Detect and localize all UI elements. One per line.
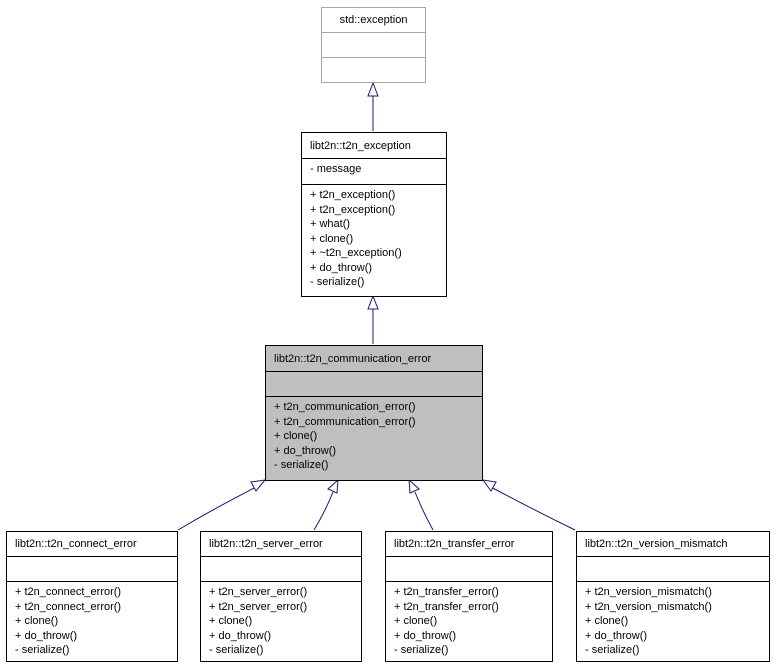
method-item: - serialize() <box>209 644 264 656</box>
method-item: + do_throw() <box>274 444 337 457</box>
class-title: libt2n::t2n_communication_error <box>266 346 482 372</box>
class-title: libt2n::t2n_connect_error <box>7 532 177 557</box>
class-t2n-exception[interactable]: libt2n::t2n_exception - message + t2n_ex… <box>301 132 447 297</box>
method-item: + t2n_exception() <box>310 203 396 216</box>
method-item: - serialize() <box>15 644 70 656</box>
class-t2n-transfer-error[interactable]: libt2n::t2n_transfer_error + t2n_transfe… <box>385 531 553 662</box>
attributes-section <box>7 557 177 582</box>
method-item: - serialize() <box>274 459 329 471</box>
method-item: - serialize() <box>310 276 365 288</box>
method-item: + t2n_server_error() <box>209 586 308 598</box>
method-item: - serialize() <box>585 644 640 656</box>
method-item: + t2n_version_mismatch() <box>585 600 712 613</box>
method-item: + t2n_communication_error() <box>274 401 416 413</box>
attributes-section <box>266 372 482 397</box>
class-t2n-communication-error[interactable]: libt2n::t2n_communication_error + t2n_co… <box>265 345 483 481</box>
method-item: + t2n_communication_error() <box>274 415 416 428</box>
arrowhead-t2n-exception <box>367 294 379 310</box>
methods-section: + t2n_communication_error() + t2n_commun… <box>266 397 482 480</box>
edge-connect-error-to-communication-error <box>177 485 259 531</box>
method-item: + do_throw() <box>310 261 373 274</box>
attributes-section <box>577 557 769 582</box>
methods-section: + t2n_connect_error() + t2n_connect_erro… <box>7 582 177 661</box>
class-std-exception[interactable]: std::exception <box>321 7 426 83</box>
class-title: libt2n::t2n_version_mismatch <box>577 532 769 557</box>
method-item: + t2n_server_error() <box>209 600 308 613</box>
methods-section: + t2n_server_error() + t2n_server_error(… <box>201 582 361 661</box>
method-item: + do_throw() <box>585 629 648 642</box>
attributes-section: - message <box>302 159 446 185</box>
methods-section <box>322 58 425 82</box>
arrowhead-std-exception <box>367 81 379 97</box>
method-item: + do_throw() <box>209 629 272 642</box>
edge-version-mismatch-to-communication-error <box>488 485 576 531</box>
methods-section: + t2n_version_mismatch() + t2n_version_m… <box>577 582 769 661</box>
method-item: + t2n_connect_error() <box>15 586 122 598</box>
method-item: + t2n_version_mismatch() <box>585 586 712 598</box>
method-item: + do_throw() <box>394 629 457 642</box>
class-title: libt2n::t2n_exception <box>302 133 446 159</box>
arrowhead-communication-error-4 <box>481 479 497 492</box>
method-item: + t2n_connect_error() <box>15 600 122 613</box>
method-item: + t2n_exception() <box>310 189 396 201</box>
attributes-section <box>386 557 552 582</box>
method-item: + clone() <box>15 615 59 627</box>
method-item: + what() <box>310 218 351 230</box>
class-t2n-version-mismatch[interactable]: libt2n::t2n_version_mismatch + t2n_versi… <box>576 531 770 662</box>
arrowhead-communication-error-3 <box>408 478 420 494</box>
method-item: + clone() <box>394 615 438 627</box>
class-t2n-connect-error[interactable]: libt2n::t2n_connect_error + t2n_connect_… <box>6 531 178 662</box>
arrowhead-communication-error-1 <box>250 479 267 492</box>
method-item: + do_throw() <box>15 629 78 642</box>
class-title: std::exception <box>322 8 425 33</box>
class-t2n-server-error[interactable]: libt2n::t2n_server_error + t2n_server_er… <box>200 531 362 662</box>
class-title: libt2n::t2n_server_error <box>201 532 361 557</box>
attributes-section <box>322 33 425 58</box>
edge-transfer-error-to-communication-error <box>414 491 434 531</box>
methods-section: + t2n_transfer_error() + t2n_transfer_er… <box>386 582 552 661</box>
method-item: + t2n_transfer_error() <box>394 600 499 613</box>
arrowhead-communication-error-2 <box>327 478 339 494</box>
attributes-section <box>201 557 361 582</box>
methods-section: + t2n_exception() + t2n_exception() + wh… <box>302 185 446 296</box>
class-title: libt2n::t2n_transfer_error <box>386 532 552 557</box>
method-item: + clone() <box>274 430 318 442</box>
method-item: + t2n_transfer_error() <box>394 586 499 598</box>
method-item: + clone() <box>209 615 253 627</box>
edge-server-error-to-communication-error <box>313 491 334 531</box>
method-item: - serialize() <box>394 644 449 656</box>
method-item: + ~t2n_exception() <box>310 247 402 259</box>
method-item: + clone() <box>310 232 354 245</box>
attribute-item: - message <box>310 163 362 175</box>
method-item: + clone() <box>585 615 629 627</box>
